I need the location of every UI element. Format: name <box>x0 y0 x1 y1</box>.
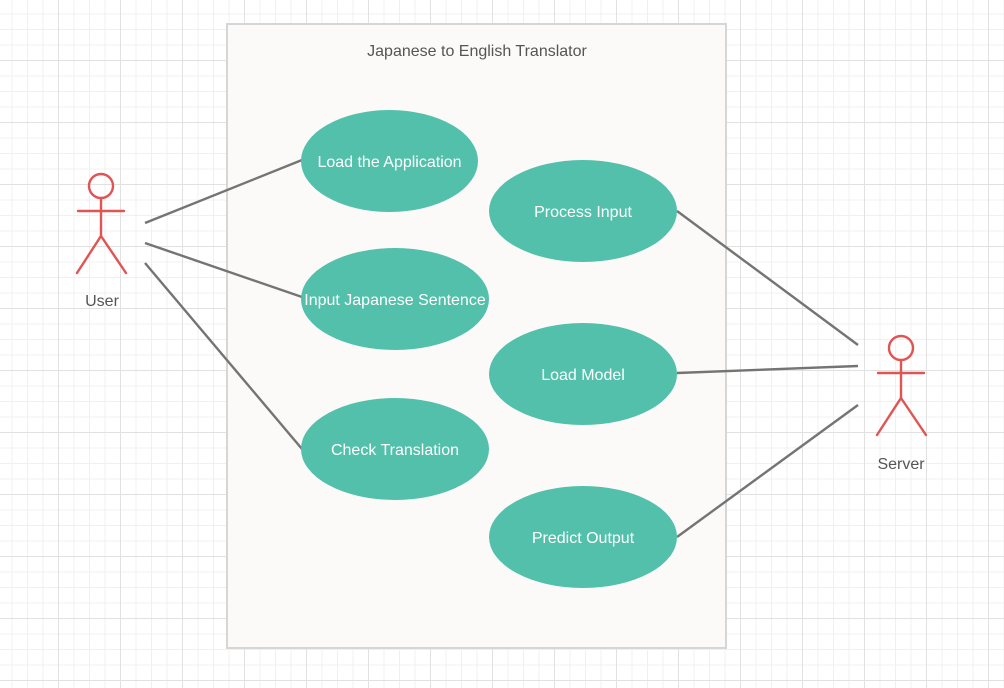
association-server-load-model[interactable] <box>676 364 859 375</box>
association-user-input-sentence[interactable] <box>144 241 303 299</box>
use-case-ellipse <box>301 398 489 500</box>
use-case-ellipse <box>489 486 677 588</box>
use-case-load-model[interactable]: Load Model <box>489 323 677 425</box>
actor-user[interactable]: User <box>75 172 128 310</box>
use-case-label: Process Input <box>534 204 632 221</box>
use-case-predict-output[interactable]: Predict Output <box>489 486 677 588</box>
actor-label-server: Server <box>877 456 925 473</box>
use-case-process-input[interactable]: Process Input <box>489 160 677 262</box>
system-title: Japanese to English Translator <box>367 43 587 60</box>
server-actor-icon <box>875 334 928 437</box>
use-case-label: Check Translation <box>331 442 459 459</box>
association-server-predict-output[interactable] <box>676 404 859 538</box>
association-server-process-input[interactable] <box>676 210 859 346</box>
use-case-label: Load Model <box>541 367 625 384</box>
use-case-label: Predict Output <box>532 530 635 547</box>
association-user-load-app[interactable] <box>144 158 303 225</box>
use-case-load-application[interactable]: Load the Application <box>301 110 478 212</box>
user-actor-icon <box>75 172 128 275</box>
use-case-ellipse <box>489 160 677 262</box>
use-case-check-translation[interactable]: Check Translation <box>301 398 489 500</box>
use-case-label: Input Japanese Sentence <box>304 292 486 309</box>
use-case-ellipse <box>301 248 489 350</box>
actor-label-user: User <box>85 293 119 310</box>
use-case-ellipse <box>301 110 478 212</box>
use-case-input-japanese-sentence[interactable]: Input Japanese Sentence <box>301 248 489 350</box>
use-case-ellipse <box>489 323 677 425</box>
association-user-check-translation[interactable] <box>144 262 303 450</box>
actor-server[interactable]: Server <box>875 334 928 473</box>
use-case-label: Load the Application <box>317 154 461 171</box>
